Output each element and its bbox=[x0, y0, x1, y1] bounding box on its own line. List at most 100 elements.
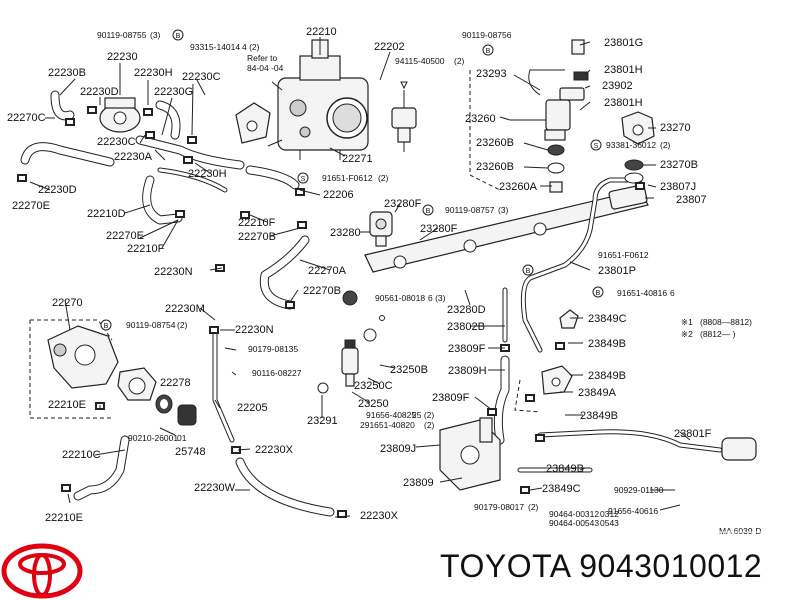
fuel-pressure-vsv bbox=[621, 111, 655, 184]
legend-mark-1: ※1 bbox=[681, 317, 693, 327]
pulsation-damper bbox=[528, 39, 589, 131]
bolt-icon bbox=[522, 264, 534, 276]
part-label: 22270E bbox=[106, 230, 144, 242]
part-label: 22210F bbox=[127, 243, 165, 255]
hardware-qty: 4 (2) bbox=[242, 42, 260, 52]
part-label: 22230N bbox=[235, 324, 274, 336]
part-label: 22210E bbox=[45, 512, 83, 524]
legend: ※1 (8808—8812) ※2 (8812— ) bbox=[681, 317, 752, 339]
part-label: 23280F bbox=[384, 198, 422, 210]
bolt-icon bbox=[482, 44, 494, 56]
hardware-qty: (2) bbox=[660, 140, 671, 150]
part-label: 23801H bbox=[604, 97, 643, 109]
part-label: 23270B bbox=[660, 159, 698, 171]
throttle-body bbox=[267, 39, 369, 160]
brand-part-number: TOYOTA 9043010012 bbox=[440, 548, 763, 584]
dashpot bbox=[391, 81, 417, 152]
fuel-delivery-pipe bbox=[364, 184, 649, 273]
hardware-qty: 6 bbox=[670, 288, 675, 298]
part-label: 23849B bbox=[588, 370, 626, 382]
part-label: 23250B bbox=[390, 364, 428, 376]
part-label: 25748 bbox=[175, 446, 206, 458]
part-label: 22270B bbox=[238, 231, 276, 243]
part-label: 23293 bbox=[476, 68, 507, 80]
part-label: 22230X bbox=[255, 444, 294, 456]
part-label: 22230X bbox=[360, 510, 399, 522]
fuel-filter-bracket bbox=[439, 417, 501, 491]
hardware-label: 91651-F0612 bbox=[322, 173, 373, 183]
part-label: 22278 bbox=[160, 377, 191, 389]
part-label: 23280F bbox=[420, 223, 458, 235]
part-label: 23849A bbox=[578, 387, 617, 399]
hardware-qty: (2) bbox=[454, 56, 465, 66]
hardware-label: 91651-F0612 bbox=[598, 250, 649, 260]
part-label: 23801P bbox=[598, 265, 636, 277]
bolt-icon bbox=[592, 286, 604, 298]
part-label: 22210E bbox=[48, 399, 86, 411]
part-label: 23849B bbox=[588, 338, 626, 350]
part-label: 22230B bbox=[48, 67, 86, 79]
part-label: 22230C bbox=[97, 136, 136, 148]
hardware-qty: (2) bbox=[424, 420, 435, 430]
part-label: 23270 bbox=[660, 122, 691, 134]
hardware-label: 90119-08757 bbox=[445, 205, 495, 215]
part-label: 22230H bbox=[134, 67, 173, 79]
hardware-label: 93381-36012 bbox=[606, 140, 656, 150]
part-label: 23280D bbox=[447, 304, 486, 316]
legend-range-2: (8812— ) bbox=[700, 329, 736, 339]
bolt-icon bbox=[100, 319, 112, 331]
hardware-qty: 25 (2) bbox=[412, 410, 434, 420]
bolt-icon bbox=[172, 29, 184, 41]
legend-range-1: (8808—8812) bbox=[700, 317, 752, 327]
part-label: 23801G bbox=[604, 37, 643, 49]
part-label: 23809 bbox=[403, 477, 434, 489]
part-label: 22230 bbox=[107, 51, 138, 63]
part-label: 22230N bbox=[154, 266, 193, 278]
part-label: 23802B bbox=[447, 321, 485, 333]
refer-to-note: 84-04 -04 bbox=[247, 63, 284, 73]
hardware-qty: (3) bbox=[498, 205, 509, 215]
part-label: 22210C bbox=[62, 449, 101, 461]
hardware-qty: (2) bbox=[528, 502, 539, 512]
part-label: 22210F bbox=[238, 217, 276, 229]
hardware-label: 90116-08227 bbox=[252, 368, 302, 378]
part-label: 23849B bbox=[580, 410, 618, 422]
part-label: 23849B bbox=[546, 463, 584, 475]
bolt-icon bbox=[422, 204, 434, 216]
hardware-label: 90929-01130 bbox=[614, 485, 664, 495]
part-label: 23809J bbox=[380, 443, 416, 455]
pressure-sensor-vsv bbox=[541, 309, 579, 395]
part-label: 22270 bbox=[52, 297, 83, 309]
hardware-qty: (2) bbox=[177, 320, 188, 330]
hardware-qty: (2) bbox=[378, 173, 389, 183]
part-label: 22230D bbox=[80, 86, 119, 98]
part-label: 23250C bbox=[354, 380, 393, 392]
part-label: 23849C bbox=[542, 483, 581, 495]
lower-fuel-hoses bbox=[493, 355, 757, 473]
diagram-code: MA 6039-D bbox=[719, 526, 762, 536]
hardware-qty: 0543 bbox=[600, 518, 619, 528]
part-label: 23809H bbox=[448, 365, 487, 377]
part-label: 23807J bbox=[660, 181, 696, 193]
legend-mark-2: ※2 bbox=[681, 329, 693, 339]
part-label: 23807 bbox=[676, 194, 707, 206]
part-label: 22270A bbox=[308, 265, 347, 277]
water-hoses bbox=[20, 90, 335, 517]
part-label: 23280 bbox=[330, 227, 361, 239]
part-label: 23809F bbox=[448, 343, 486, 355]
part-label: 23902 bbox=[602, 80, 633, 92]
part-label: 22230W bbox=[194, 482, 236, 494]
fuel-injector bbox=[317, 290, 385, 394]
refer-to-note: Refer to bbox=[247, 53, 278, 63]
hardware-label: 90179-08135 bbox=[248, 344, 298, 354]
hardware-label: 91651-40816 bbox=[617, 288, 667, 298]
hardware-label: 90561-08018 bbox=[375, 293, 425, 303]
gasket-and-thermostat bbox=[117, 367, 197, 426]
part-label: 22230D bbox=[38, 184, 77, 196]
hardware-label: 291651-40820 bbox=[360, 420, 415, 430]
part-label: 22230G bbox=[154, 86, 193, 98]
hardware-qty: 0312 bbox=[600, 509, 619, 519]
part-label: 22271 bbox=[342, 153, 373, 165]
pressure-regulator bbox=[369, 211, 393, 247]
